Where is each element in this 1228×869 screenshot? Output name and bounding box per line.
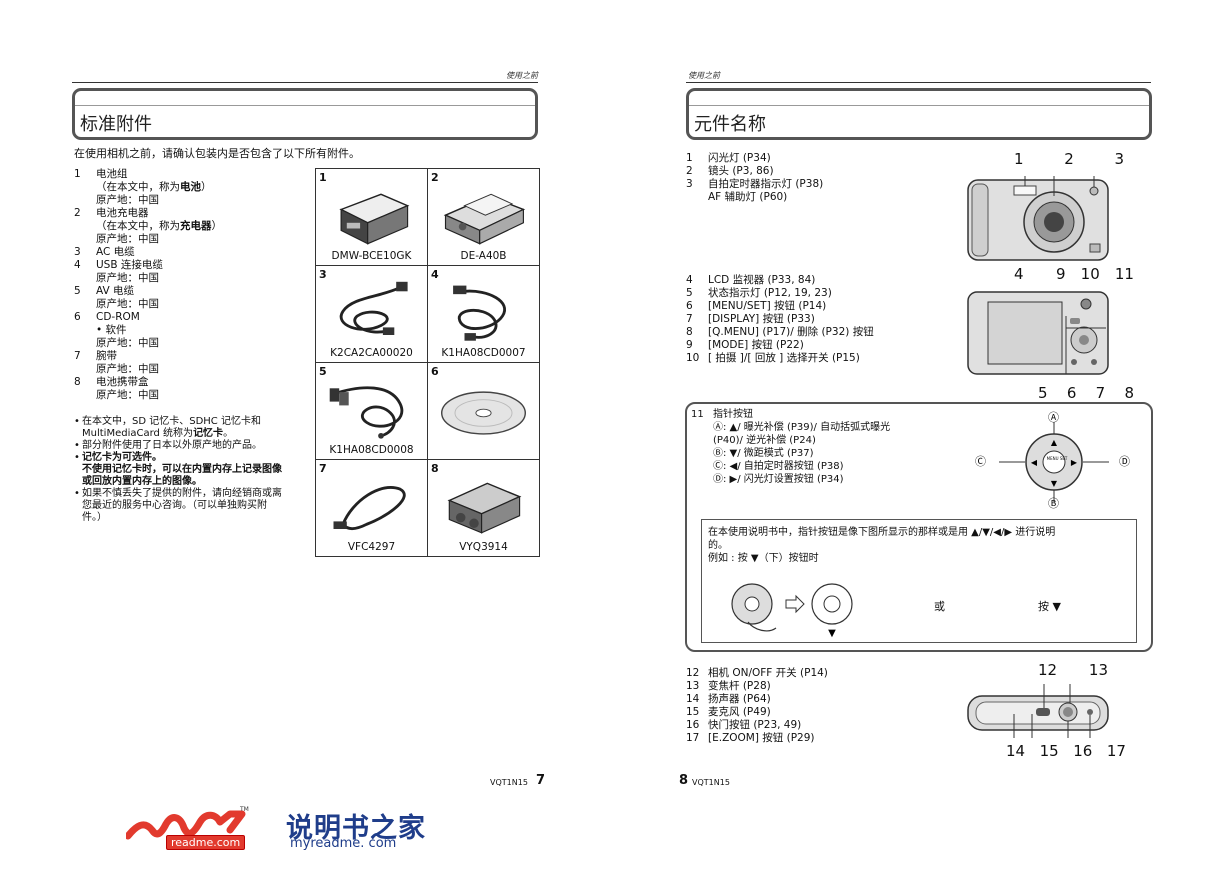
press-down-illustration: ▼ (731, 583, 853, 638)
cursor-usage-box: 在本使用说明书中，指针按钮是像下图所显示的那样或是用 ▲/▼/◀/▶ 进行说明 … (701, 519, 1137, 643)
logo-url: myreadme. com (290, 836, 397, 851)
av-cable-illustration (329, 386, 404, 439)
grid-cell-usb-cable: 4 K1HA08CD0007 (427, 265, 540, 363)
menu-set-label: MENU SET (1046, 456, 1068, 461)
left-page-number: 7 (536, 773, 546, 788)
charger-illustration (443, 193, 526, 245)
strap-illustration (333, 486, 406, 530)
list-item: 8[Q.MENU] (P17)/ 删除 (P32) 按钮 (686, 326, 874, 338)
cursor-label-c: Ⓒ (975, 455, 986, 468)
left-title-box: 标准附件 (72, 88, 538, 140)
battery-case-illustration (447, 482, 522, 534)
cursor-button-diagram: ▲ ▼ ◀ ▶ (999, 422, 1109, 502)
battery-illustration (339, 193, 410, 245)
list-item: 10[ 拍摄 ]/[ 回放 ] 选择开关 (P15) (686, 352, 860, 364)
back-top-label-4: 4 (1014, 265, 1024, 283)
svg-text:▶: ▶ (1071, 458, 1078, 467)
right-title-box: 元件名称 (686, 88, 1152, 140)
accessory-grid: 1 DMW-BCE10GK 2 DE-A40B (315, 168, 540, 557)
left-footer-code: VQT1N15 (490, 778, 528, 787)
svg-text:◀: ◀ (1031, 458, 1038, 467)
or-text: 或 (934, 600, 945, 613)
list-item: 17[E.ZOOM] 按钮 (P29) (686, 732, 815, 744)
left-intro: 在使用相机之前，请确认包装内是否包含了以下所有附件。 (74, 147, 360, 160)
list-item: 6[MENU/SET] 按钮 (P14) (686, 300, 827, 312)
left-page-title: 标准附件 (80, 114, 152, 135)
svg-text:▲: ▲ (1051, 438, 1058, 447)
trademark-mark: TM (240, 806, 249, 813)
cursor-label-a: Ⓐ (1048, 411, 1059, 424)
press-down-text: 按 ▼ (1038, 600, 1061, 613)
grid-cell-battery-case: 8 VYQ3914 (427, 459, 540, 557)
right-page-title: 元件名称 (694, 114, 766, 135)
left-header-rule (72, 82, 538, 83)
list-item: AF 辅助灯 (P60) (708, 191, 788, 203)
grid-cell-charger: 2 DE-A40B (427, 168, 540, 266)
right-footer-code: VQT1N15 (692, 778, 730, 787)
right-page-number: 8 (679, 773, 689, 788)
left-running-head: 使用之前 (506, 71, 538, 80)
camera-top-illustration (967, 684, 1109, 738)
grid-cell-battery: 1 DMW-BCE10GK (315, 168, 428, 266)
right-running-head: 使用之前 (688, 71, 720, 80)
cd-rom-illustration (440, 391, 527, 435)
my-logo-mark (126, 810, 246, 840)
ac-cable-illustration (339, 281, 408, 335)
grid-cell-ac-cable: 3 K2CA2CA00020 (315, 265, 428, 363)
list-item: 9[MODE] 按钮 (P22) (686, 339, 804, 351)
svg-text:▼: ▼ (1051, 479, 1058, 488)
camera-front-illustration (967, 176, 1109, 261)
logo-chinese-name: 说明书之家 (286, 813, 426, 844)
cursor-label-b: Ⓑ (1048, 497, 1059, 510)
right-header-rule (686, 82, 1151, 83)
grid-cell-av-cable: 5 K1HA08CD0008 (315, 362, 428, 460)
grid-cell-strap: 7 VFC4297 (315, 459, 428, 557)
list-item: 7[DISPLAY] 按钮 (P33) (686, 313, 815, 325)
cursor-label-d: Ⓓ (1119, 455, 1130, 468)
readme-badge: readme.com (166, 835, 246, 850)
grid-cell-cd-rom: 6 (427, 362, 540, 460)
usb-cable-illustration (453, 285, 506, 341)
svg-text:▼: ▼ (828, 628, 836, 638)
camera-back-illustration (967, 291, 1109, 375)
